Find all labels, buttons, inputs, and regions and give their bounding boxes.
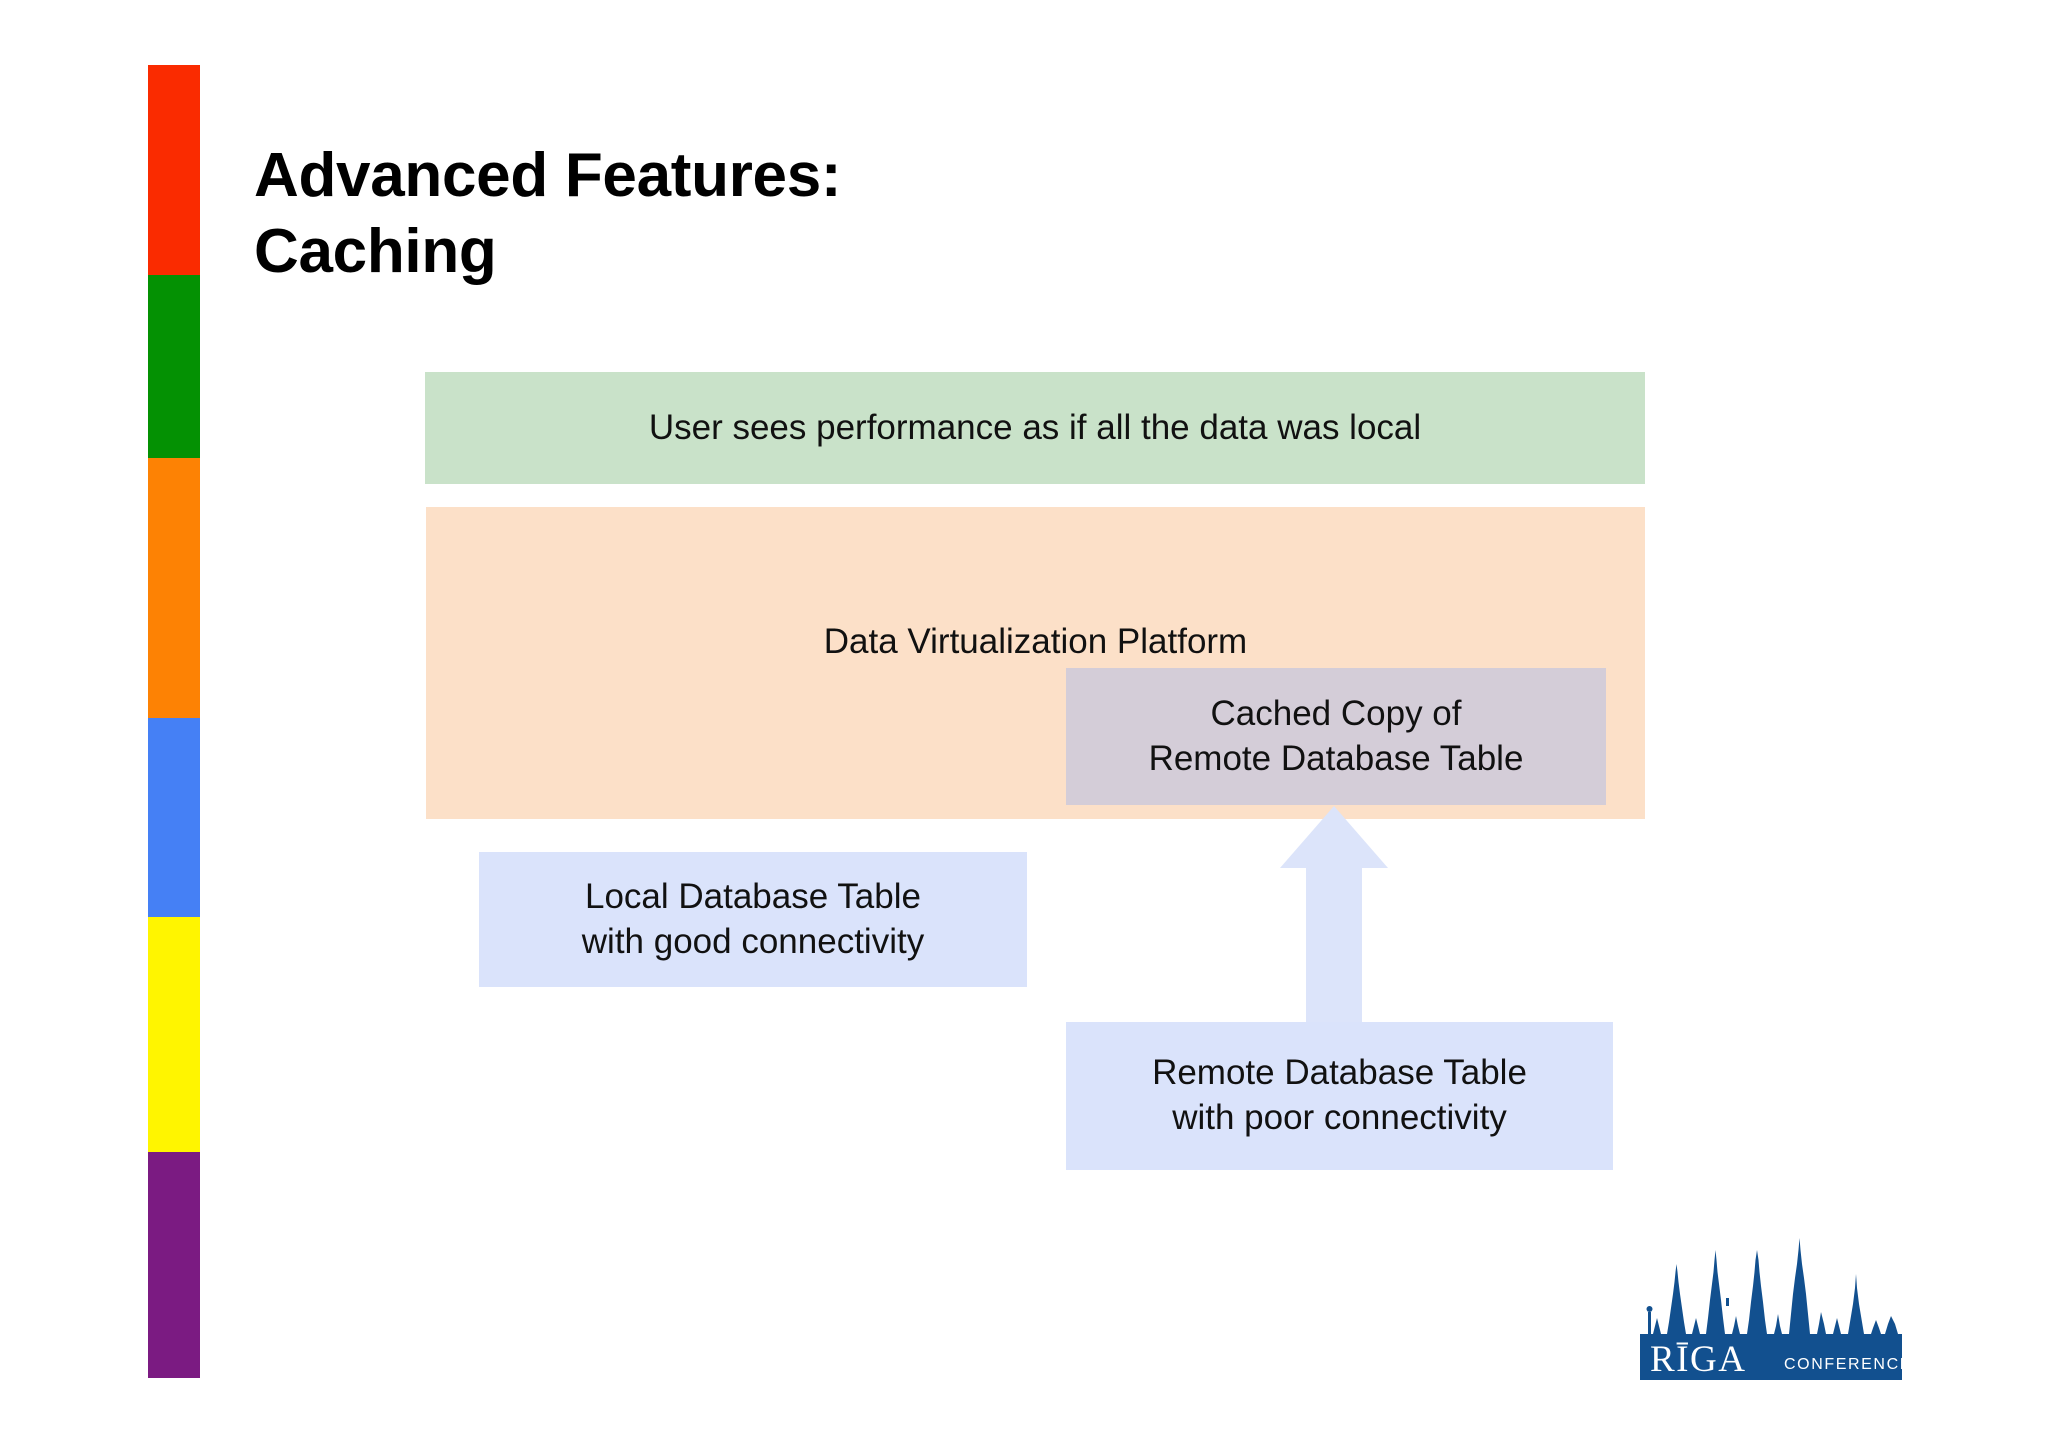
rail-segment-red (148, 65, 200, 275)
rail-segment-yellow (148, 917, 200, 1152)
riga-logo-wordmark: RĪGA (1650, 1339, 1746, 1380)
up-arrow-shape (1280, 806, 1388, 1066)
rail-segment-blue (148, 718, 200, 917)
riga-logo-subtext: CONFERENCE (1784, 1356, 1902, 1373)
cached-copy-box: Cached Copy of Remote Database Table (1066, 668, 1606, 805)
up-arrow-icon (1278, 806, 1390, 1066)
riga-conference-logo: RĪGA CONFERENCE (1640, 1238, 1902, 1380)
color-rail (148, 65, 200, 1378)
user-performance-banner: User sees performance as if all the data… (425, 372, 1645, 484)
page-title-line-2: Caching (254, 216, 497, 286)
data-virtualization-platform-box: Data Virtualization Platform (426, 507, 1645, 819)
page-title: Advanced Features: Caching (254, 138, 1254, 289)
riga-logo-secondary-text: CONFERENCE (1784, 1356, 1902, 1373)
page-title-line-1: Advanced Features: (254, 141, 842, 210)
rail-segment-purple (148, 1152, 200, 1378)
rail-segment-orange (148, 458, 200, 718)
riga-skyline-silhouette (1640, 1238, 1902, 1380)
rail-segment-green (148, 275, 200, 458)
local-database-table-box: Local Database Table with good connectiv… (479, 852, 1027, 987)
data-virtualization-platform-label: Data Virtualization Platform (823, 622, 1248, 661)
remote-database-table-box: Remote Database Table with poor connecti… (1066, 1022, 1613, 1170)
riga-logo-primary-text: RĪGA (1650, 1339, 1746, 1380)
